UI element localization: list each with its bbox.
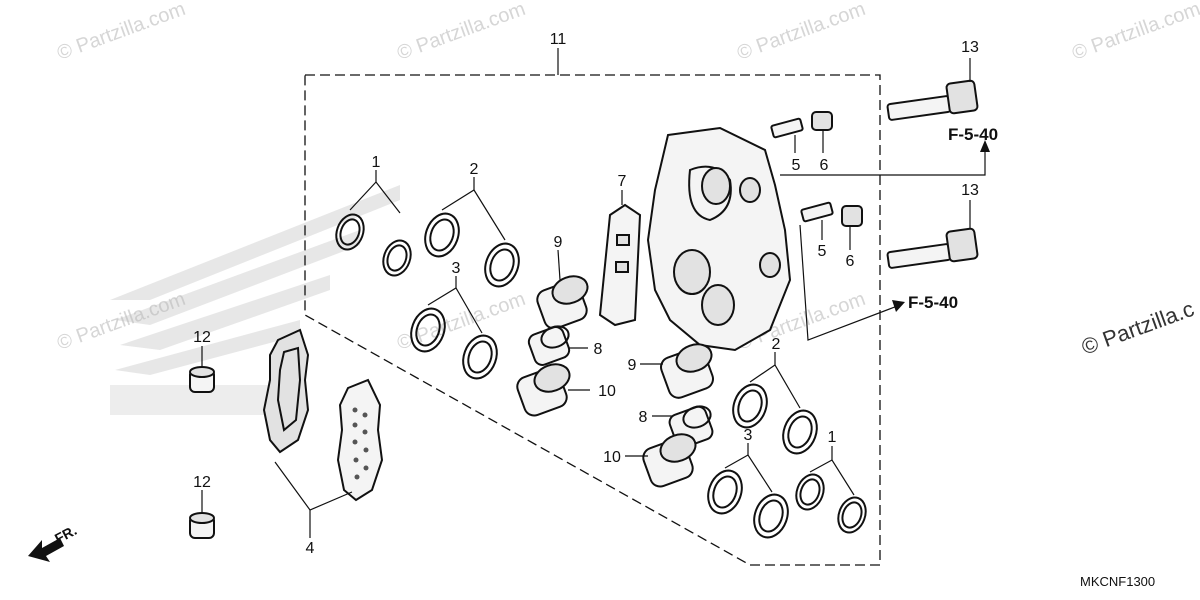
callout-12-lower: 12	[193, 474, 211, 491]
piston-seal-1b	[795, 473, 867, 534]
piston-seal-3b	[707, 469, 789, 539]
callout-11: 11	[550, 31, 567, 48]
piston-seal-1a	[335, 213, 412, 277]
watermark-text: © Partzilla.com	[1069, 0, 1200, 65]
piston-seal-2a	[424, 212, 520, 288]
callout-13-lower: 13	[961, 182, 979, 199]
callout-8-left: 8	[594, 341, 603, 358]
piston-10-left	[516, 363, 571, 417]
bleeder-valve-upper	[770, 117, 804, 139]
callout-12-upper: 12	[193, 329, 211, 346]
callout-1-right: 1	[828, 429, 837, 446]
callout-1-left: 1	[372, 154, 381, 171]
background-emblem	[110, 185, 400, 415]
callout-9-right: 9	[628, 357, 637, 374]
caliper-body	[646, 126, 792, 352]
piston-9-right	[660, 343, 714, 399]
piston-seal-2b	[732, 383, 818, 455]
reference-lower: F-5-40	[908, 293, 958, 312]
brake-pad-left	[262, 328, 310, 454]
pad-spring	[598, 203, 642, 327]
front-direction-arrow-icon	[28, 538, 64, 562]
callout-6-lower: 6	[846, 253, 855, 270]
bushing-upper	[189, 366, 215, 393]
callout-3-right: 3	[744, 427, 753, 444]
bolt-lower	[886, 227, 979, 269]
callout-10-right: 10	[603, 449, 621, 466]
watermark-text: © Partzilla.com	[54, 0, 188, 65]
watermark-text: © Partzilla.com	[734, 0, 868, 65]
callout-6-upper: 6	[820, 157, 829, 174]
callout-2-left: 2	[470, 161, 479, 178]
bleeder-valve-lower	[800, 201, 834, 223]
callout-2-right: 2	[772, 336, 781, 353]
bolt-upper	[886, 79, 979, 121]
callout-9-left: 9	[554, 234, 563, 251]
callout-13-upper: 13	[961, 39, 979, 56]
brake-pad-right	[336, 378, 384, 502]
callout-5-upper: 5	[792, 157, 801, 174]
piston-8-left	[527, 325, 571, 366]
callout-8-right: 8	[639, 409, 648, 426]
callout-4: 4	[306, 540, 315, 557]
piston-10-right	[642, 433, 697, 488]
callout-10-left: 10	[598, 383, 616, 400]
bushing-lower	[189, 512, 215, 539]
callout-5-lower: 5	[818, 243, 827, 260]
piston-9-left	[536, 275, 589, 330]
assembly-box-outline	[304, 74, 881, 566]
bleeder-cap-upper	[811, 111, 833, 131]
piston-seal-3a	[410, 307, 498, 380]
watermark-text: © Partzilla.com	[394, 0, 528, 65]
reference-upper: F-5-40	[948, 125, 998, 144]
bleeder-cap-lower	[841, 205, 863, 227]
diagram-code: MKCNF1300	[1080, 574, 1155, 589]
callout-3-left: 3	[452, 260, 461, 277]
callout-7: 7	[618, 173, 627, 190]
watermark-side-text: © Partzilla.c	[1078, 296, 1197, 360]
